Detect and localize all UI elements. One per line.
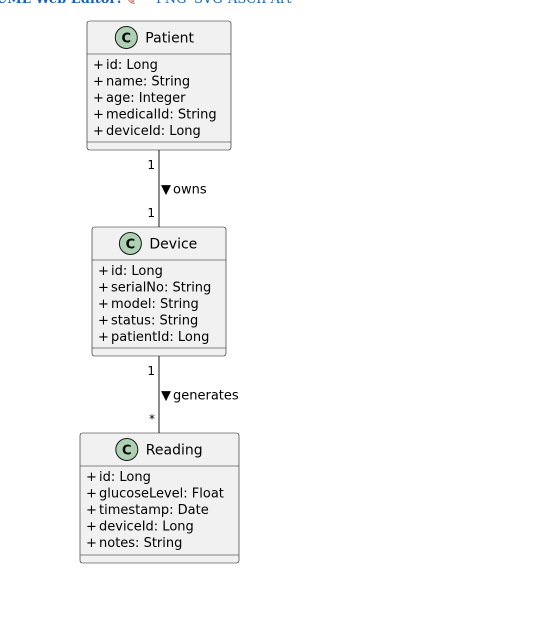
class-attribute: id: Long <box>99 470 151 485</box>
class-attribute: patientId: Long <box>111 330 209 345</box>
visibility-public-icon: + <box>93 91 104 106</box>
class-box <box>86 20 232 151</box>
visibility-public-icon: + <box>86 503 97 518</box>
visibility-public-icon: + <box>98 314 109 329</box>
visibility-public-icon: + <box>98 330 109 345</box>
visibility-public-icon: + <box>86 470 97 485</box>
visibility-public-icon: + <box>93 58 104 73</box>
visibility-public-icon: + <box>98 264 109 279</box>
relation-generates: 1 * ▼generates <box>147 356 239 433</box>
class-attribute: status: String <box>111 314 198 329</box>
multiplicity-label: 1 <box>147 158 155 172</box>
multiplicity-label: * <box>149 412 155 426</box>
png-link[interactable]: PNG <box>156 0 187 8</box>
class-box <box>79 432 240 564</box>
multiplicity-label: 1 <box>147 364 155 378</box>
class-stereotype-icon <box>114 26 138 49</box>
class-name: Patient <box>145 31 194 47</box>
ascii-art-link[interactable]: ASCII Art <box>228 0 291 8</box>
class-name: Reading <box>146 443 203 459</box>
class-attribute: id: Long <box>106 58 158 73</box>
class-attribute: glucoseLevel: Float <box>99 487 224 502</box>
relation-label: owns <box>173 183 207 198</box>
class-attribute: medicalId: String <box>106 108 217 123</box>
visibility-public-icon: + <box>93 75 104 90</box>
toolbar: UML Web Editor! ✎ PNG SVG ASCII Art <box>0 0 360 8</box>
class-attribute: model: String <box>111 297 199 312</box>
class-box <box>91 226 227 357</box>
class-attribute: deviceId: Long <box>99 520 194 535</box>
direction-arrow-icon: ▼ <box>161 183 171 198</box>
multiplicity-label: 1 <box>147 206 155 220</box>
class-name: Device <box>149 237 197 253</box>
visibility-public-icon: + <box>93 124 104 139</box>
uml-web-editor-link[interactable]: UML Web Editor! <box>0 0 122 8</box>
class-attribute: timestamp: Date <box>99 503 209 518</box>
svg-link[interactable]: SVG <box>194 0 223 8</box>
visibility-public-icon: + <box>86 487 97 502</box>
class-stereotype-icon <box>118 232 142 255</box>
direction-arrow-icon: ▼ <box>161 389 171 404</box>
visibility-public-icon: + <box>86 520 97 535</box>
class-attribute: notes: String <box>99 536 182 551</box>
visibility-public-icon: + <box>98 281 109 296</box>
pencil-icon[interactable]: ✎ <box>126 0 137 8</box>
relation-label: generates <box>173 389 239 404</box>
class-stereotype-letter: C <box>122 32 132 47</box>
class-attribute: name: String <box>106 75 190 90</box>
class-attribute: id: Long <box>111 264 163 279</box>
class-attribute: serialNo: String <box>111 281 211 296</box>
class-attribute: age: Integer <box>106 91 186 106</box>
class-stereotype-letter: C <box>126 238 136 253</box>
class-stereotype-letter: C <box>122 444 132 459</box>
class-attribute: deviceId: Long <box>106 124 201 139</box>
visibility-public-icon: + <box>98 297 109 312</box>
visibility-public-icon: + <box>93 108 104 123</box>
visibility-public-icon: + <box>86 536 97 551</box>
class-stereotype-icon <box>115 438 139 461</box>
relation-owns: 1 1 ▼owns <box>147 150 207 227</box>
